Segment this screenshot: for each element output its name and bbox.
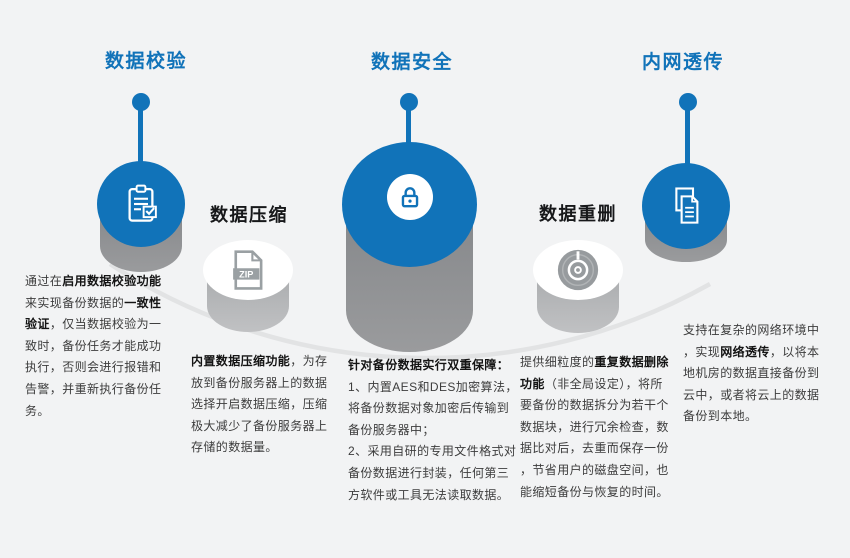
header-intranet-passthrough: 内网透传 bbox=[641, 52, 724, 73]
cylinder-cap-intranet bbox=[642, 163, 730, 249]
description-data-compression: 内置数据压缩功能，为存 放到备份服务器上的数据 选择开启数据压缩，压缩 极大减少… bbox=[191, 354, 328, 455]
lock-icon bbox=[401, 186, 418, 207]
cylinder-cap-security bbox=[342, 142, 477, 267]
header-data-compression: 数据压缩 bbox=[210, 205, 288, 225]
cylinder-cap-verification bbox=[97, 161, 185, 247]
disc-icon bbox=[557, 249, 599, 291]
connector-stem bbox=[685, 109, 690, 165]
clipboard-check-icon bbox=[128, 184, 157, 222]
description-data-security: 针对备份数据实行双重保障： 1、内置AES和DES加密算法， 将备份数据对象加密… bbox=[348, 358, 518, 502]
document-copy-icon bbox=[675, 187, 699, 224]
lock-badge-circle bbox=[386, 173, 433, 220]
connector-dot bbox=[132, 93, 150, 111]
cylinder-cap-compression: ZIP bbox=[203, 240, 293, 300]
description-intranet-passthrough: 支持在复杂的网络环境中 ，实现网络透传，以将本 地机房的数据直接备份到 云中，或… bbox=[683, 323, 820, 424]
description-data-verification: 通过在启用数据校验功能 来实现备份数据的一致性 验证，仅当数据校验为一 致时，备… bbox=[25, 274, 162, 418]
connector-dot bbox=[400, 93, 418, 111]
header-data-security: 数据安全 bbox=[370, 52, 453, 73]
svg-text:ZIP: ZIP bbox=[239, 269, 253, 279]
connector-stem bbox=[138, 109, 143, 163]
header-data-verification: 数据校验 bbox=[104, 51, 187, 72]
description-data-deduplication: 提供细粒度的重复数据删除 功能（非全局设定），将所 要备份的数据拆分为若干个 数… bbox=[520, 355, 669, 499]
zip-file-icon: ZIP bbox=[233, 250, 263, 290]
connector-dot bbox=[679, 93, 697, 111]
cylinder-cap-deduplication bbox=[533, 240, 623, 300]
header-data-deduplication: 数据重删 bbox=[539, 204, 617, 224]
connector-stem bbox=[406, 109, 411, 147]
